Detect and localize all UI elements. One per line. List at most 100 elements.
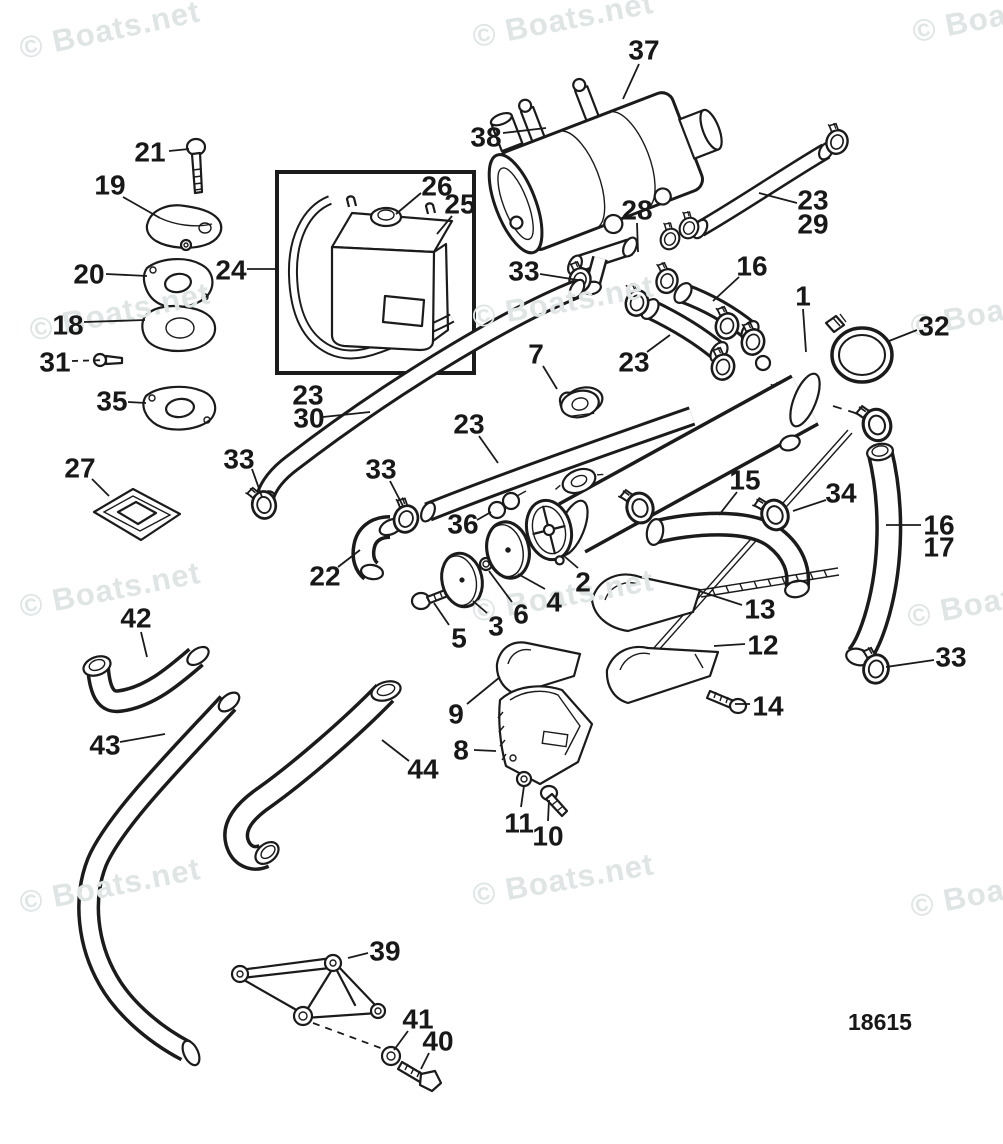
callout-24: 24 <box>215 255 247 286</box>
callout-leader-3 <box>472 600 488 614</box>
callout-18: 18 <box>52 310 83 341</box>
part-hose-17 <box>845 442 903 667</box>
part-fitting-36 <box>487 490 527 520</box>
callout-36: 36 <box>447 509 478 540</box>
callout-leader-27 <box>91 478 110 497</box>
part-bracket-8 <box>497 685 594 786</box>
callout-leader-15 <box>718 491 738 516</box>
part-thermostat-cover <box>524 498 574 566</box>
callout-9: 9 <box>448 699 464 730</box>
callout-leader-19 <box>122 196 161 219</box>
part-gasket-35 <box>142 385 217 431</box>
part-hose-44 <box>223 680 402 871</box>
callout-leader-35 <box>127 401 147 404</box>
callout-33: 33 <box>365 454 396 485</box>
callout-38: 38 <box>470 122 501 153</box>
callout-leader-28 <box>636 222 639 253</box>
part-hose-23-mid <box>420 406 696 523</box>
part-support-rod <box>619 429 853 690</box>
callout-leader-44 <box>381 739 410 762</box>
part-fitting-7 <box>558 386 604 419</box>
callout-leader-23 <box>478 435 499 464</box>
part-housing-18 <box>141 304 217 353</box>
callout-43: 43 <box>89 730 120 761</box>
callout-leader-10 <box>547 799 550 822</box>
callout-14: 14 <box>752 691 784 722</box>
callout-23: 23 <box>797 185 828 216</box>
callout-leader-37 <box>622 63 640 100</box>
part-tee-fitting <box>567 236 638 296</box>
callout-13: 13 <box>744 594 775 625</box>
part-washer-41 <box>380 1045 402 1067</box>
callout-16: 16 <box>736 251 767 282</box>
callout-35: 35 <box>96 386 127 417</box>
callout-40: 40 <box>422 1026 453 1057</box>
callout-34: 34 <box>825 478 857 509</box>
part-bolt-5 <box>410 588 450 611</box>
callout-leader-20 <box>105 273 148 277</box>
callout-leader-25 <box>436 215 453 235</box>
callout-leader-2 <box>563 555 579 569</box>
callout-22: 22 <box>309 561 340 592</box>
callout-leader-33 <box>539 273 579 281</box>
part-shield-12 <box>605 645 720 705</box>
callout-leader-4 <box>517 573 546 590</box>
watermark: © Boats.net <box>904 565 1003 634</box>
part-plate-27 <box>92 487 182 542</box>
callout-leader-42 <box>140 631 148 658</box>
callout-leader-18 <box>83 319 146 323</box>
callout-27: 27 <box>64 453 95 484</box>
callout-leader-36 <box>476 511 492 521</box>
callout-7: 7 <box>528 339 544 370</box>
watermark: © Boats.net <box>16 851 203 920</box>
callout-42: 42 <box>120 603 151 634</box>
callout-23: 23 <box>292 380 323 411</box>
callout-33: 33 <box>508 256 539 287</box>
callout-leader-1 <box>802 308 807 353</box>
callout-28: 28 <box>621 195 652 226</box>
callout-leader-33 <box>885 659 935 668</box>
callout-37: 37 <box>628 35 659 66</box>
part-hose-30 <box>255 278 586 506</box>
callout-12: 12 <box>747 630 778 661</box>
callout-leader-12 <box>713 643 746 647</box>
callout-5: 5 <box>451 623 467 654</box>
callout-8: 8 <box>453 735 469 766</box>
callout-leader-9 <box>466 676 501 705</box>
callout-33: 33 <box>223 444 254 475</box>
callout-26: 26 <box>421 171 452 202</box>
diagram-number: 18615 <box>848 1009 912 1035</box>
part-reservoir-kit-box <box>275 170 476 375</box>
callout-44: 44 <box>407 754 439 785</box>
part-gasket-20 <box>142 258 214 309</box>
callout-29: 29 <box>797 209 828 240</box>
callout-41: 41 <box>402 1004 433 1035</box>
callout-20: 20 <box>73 259 104 290</box>
callout-21: 21 <box>134 137 165 168</box>
watermark: © Boats.net <box>16 555 203 624</box>
callout-leader-11 <box>520 785 525 808</box>
callout-leader-21 <box>168 148 190 152</box>
callout-leader-34 <box>792 499 827 512</box>
watermark: © Boats.net <box>907 855 1003 924</box>
callout-leader-23 <box>758 192 798 204</box>
part-clamp-32 <box>824 313 894 384</box>
callout-23: 23 <box>618 347 649 378</box>
callout-2: 2 <box>575 567 591 598</box>
callout-leader-39 <box>347 952 369 959</box>
callout-32: 32 <box>918 311 949 342</box>
part-hose-43 <box>77 691 241 1067</box>
callout-6: 6 <box>513 599 529 630</box>
callout-11: 11 <box>504 808 534 839</box>
callout-leader-43 <box>119 733 166 743</box>
part-shield-13 <box>590 567 840 633</box>
callout-3: 3 <box>488 611 504 642</box>
callout-leader-8 <box>473 749 497 752</box>
callout-leader-41 <box>393 1030 409 1051</box>
part-bolt <box>185 137 207 195</box>
callout-4: 4 <box>546 587 562 618</box>
part-reservoir-cap <box>369 206 403 228</box>
part-nut-11 <box>515 770 533 788</box>
